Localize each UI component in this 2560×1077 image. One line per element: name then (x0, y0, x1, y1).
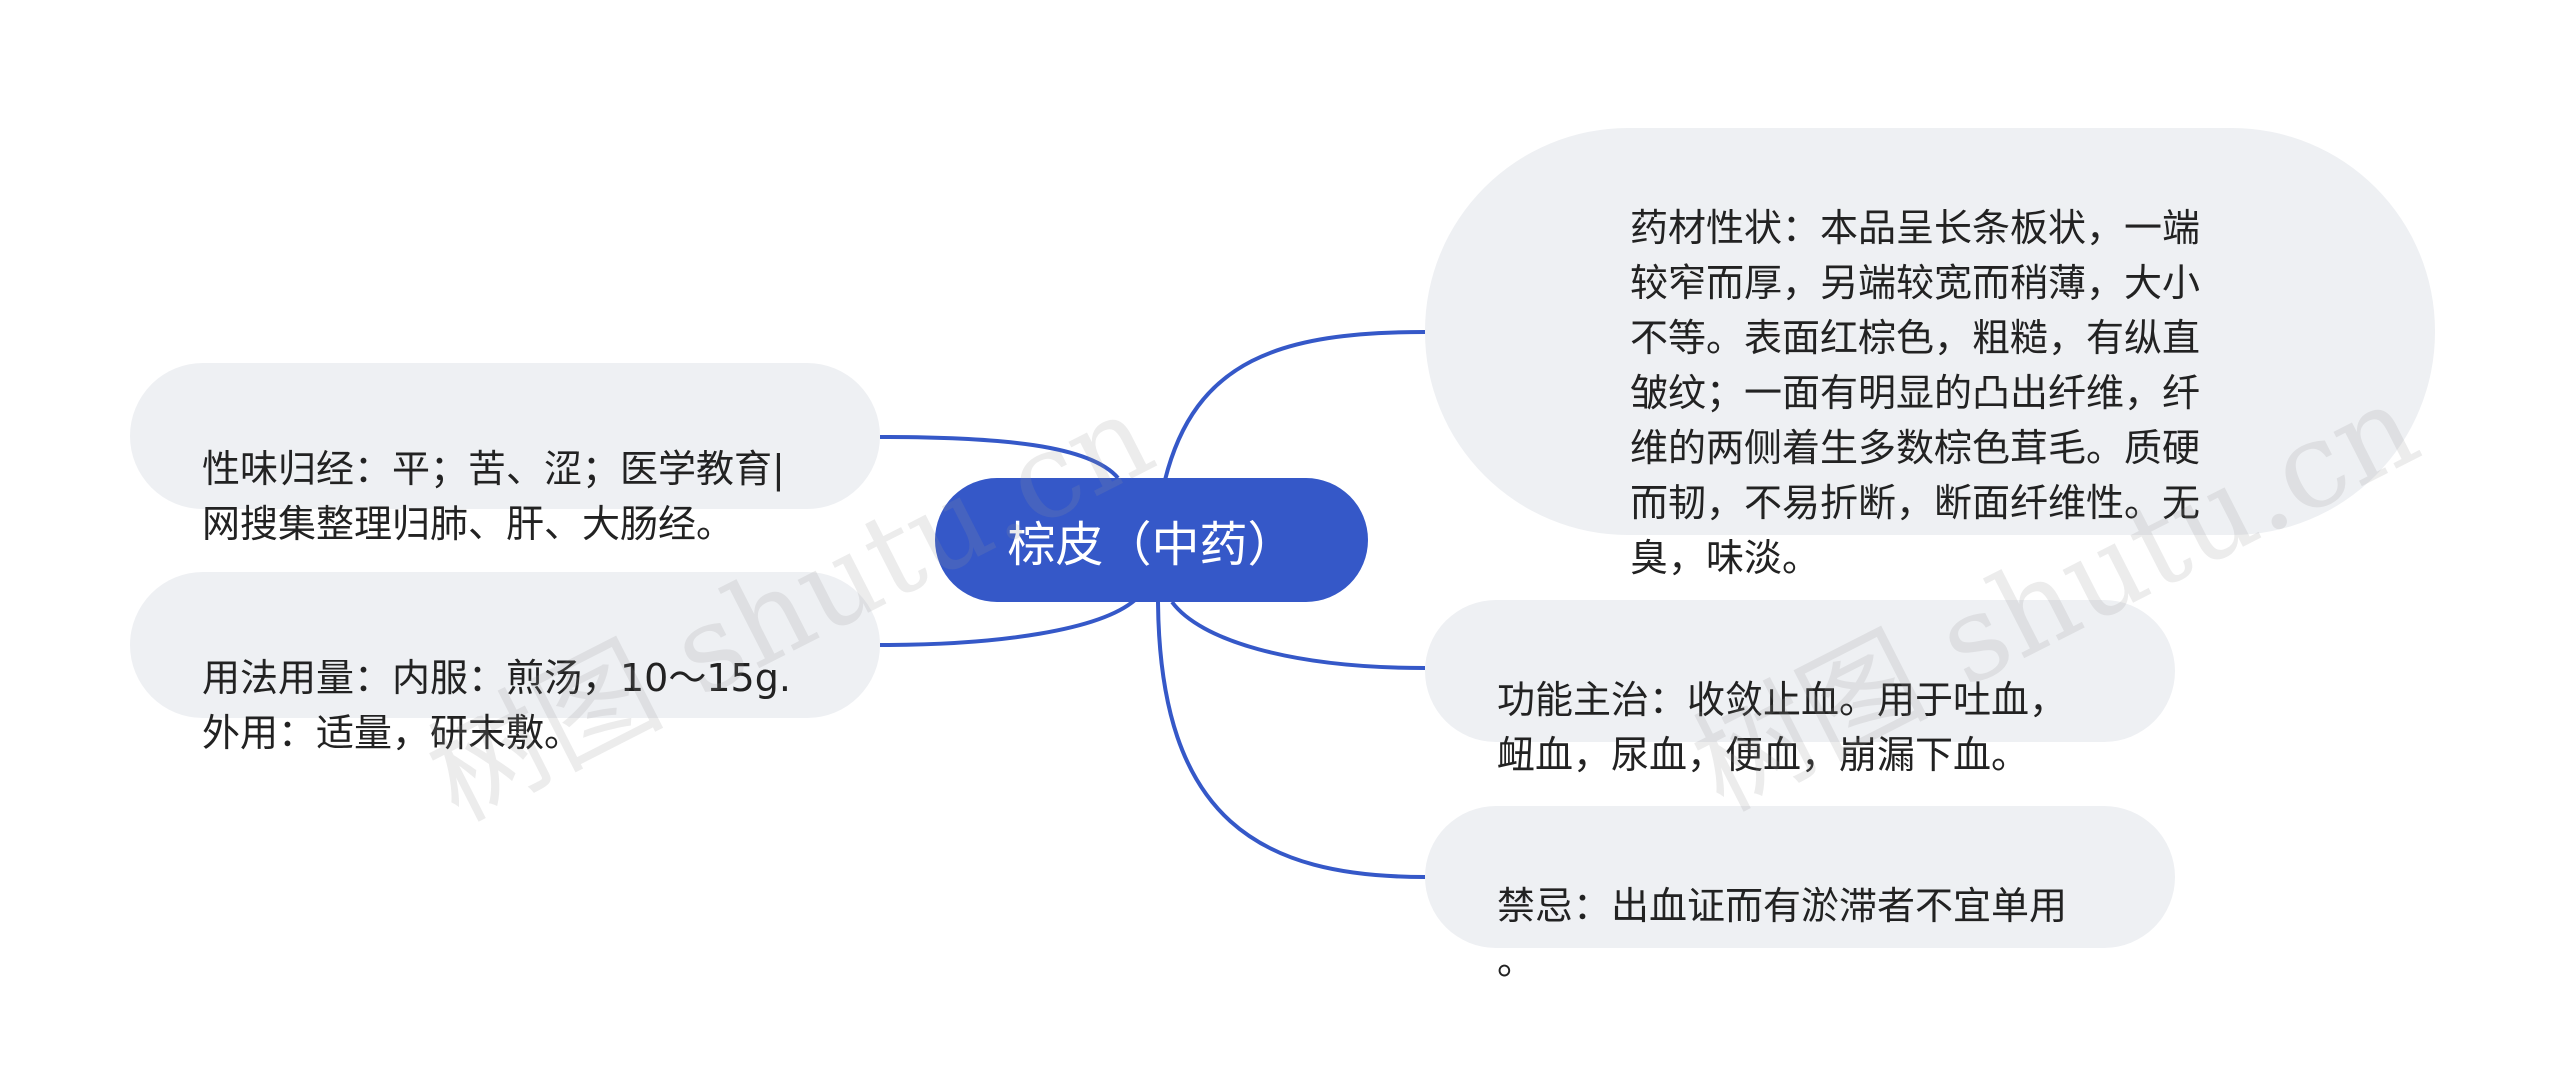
node-nature-taste-meridian: 性味归经：平；苦、涩；医学教育| 网搜集整理归肺、肝、大肠经。 (130, 363, 880, 546)
connector-left-2 (879, 598, 1137, 647)
node-usage-dosage: 用法用量：内服：煎汤，10～15g. 外用：适量，研末敷。 (130, 572, 880, 755)
node-material-characteristics: 药材性状：本品呈长条板状，一端 较窄而厚，另端较宽而稍薄，大小 不等。表面红棕色… (1425, 128, 2435, 580)
connector-right-3 (1156, 601, 1426, 879)
node-usage-dosage-text: 用法用量：内服：煎汤，10～15g. 外用：适量，研末敷。 (202, 656, 791, 755)
node-contraindication: 禁忌：出血证而有淤滞者不宜单用 。 (1425, 806, 2175, 983)
connector-left-1 (879, 435, 1120, 480)
node-contraindication-text: 禁忌：出血证而有淤滞者不宜单用 。 (1497, 884, 2068, 983)
node-function-indication-text: 功能主治：收敛止血。用于吐血， 衄血，尿血，便血，崩漏下血。 (1497, 678, 2068, 777)
node-nature-taste-meridian-text: 性味归经：平；苦、涩；医学教育| 网搜集整理归肺、肝、大肠经。 (202, 447, 785, 546)
root-node: 棕皮（中药） (935, 478, 1368, 602)
root-node-label: 棕皮（中药） (1007, 517, 1296, 573)
node-function-indication: 功能主治：收敛止血。用于吐血， 衄血，尿血，便血，崩漏下血。 (1425, 600, 2175, 777)
connector-right-2 (1170, 600, 1426, 670)
node-material-characteristics-text: 药材性状：本品呈长条板状，一端 较窄而厚，另端较宽而稍薄，大小 不等。表面红棕色… (1630, 206, 2201, 580)
connector-right-1 (1163, 330, 1426, 481)
